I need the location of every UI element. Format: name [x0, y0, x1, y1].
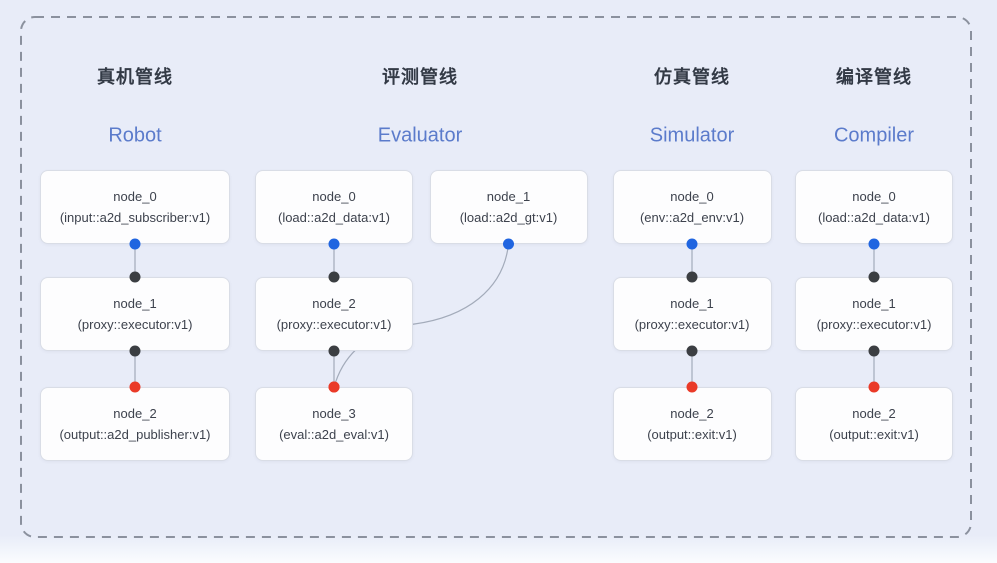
graph-node: node_0(input::a2d_subscriber:v1)	[40, 170, 230, 244]
node-subtitle: (env::a2d_env:v1)	[639, 210, 745, 225]
node-title: node_2	[113, 406, 157, 421]
node-title: node_1	[486, 189, 531, 204]
graph-node: node_2(output::exit:v1)	[612, 387, 772, 461]
graph-node: node_2(output::a2d_publisher:v1)	[40, 387, 230, 461]
node-subtitle: (eval::a2d_eval:v1)	[279, 427, 389, 442]
node-subtitle: (input::a2d_subscriber:v1)	[59, 210, 211, 225]
pipeline-title-en: Simulator	[649, 124, 735, 147]
node-subtitle: (proxy::executor:v1)	[77, 317, 193, 332]
pipeline-title-en: Robot	[108, 124, 162, 147]
graph-node: node_1(proxy::executor:v1)	[795, 277, 953, 351]
graph-node: node_1(proxy::executor:v1)	[612, 277, 772, 351]
pipeline-title-zh: 编译管线	[836, 67, 912, 87]
node-title: node_1	[113, 296, 157, 311]
node-subtitle: (output::exit:v1)	[647, 427, 737, 442]
graph-node: node_2(proxy::executor:v1)	[255, 277, 413, 351]
graph-node: node_0(load::a2d_data:v1)	[795, 170, 953, 244]
node-subtitle: (output::exit:v1)	[829, 427, 919, 442]
node-title: node_3	[312, 406, 356, 421]
node-subtitle: (output::a2d_publisher:v1)	[59, 427, 211, 442]
pipeline-title-en: Evaluator	[377, 124, 463, 147]
node-subtitle: (load::a2d_data:v1)	[277, 210, 391, 225]
pipeline-title-zh: 真机管线	[97, 67, 173, 87]
graph-node: node_1(proxy::executor:v1)	[40, 277, 230, 351]
graph-node: node_3(eval::a2d_eval:v1)	[255, 387, 413, 461]
node-title: node_0	[670, 189, 714, 204]
node-title: node_0	[312, 189, 356, 204]
node-subtitle: (proxy::executor:v1)	[816, 317, 932, 332]
pipeline-title-zh: 评测管线	[382, 67, 458, 87]
node-subtitle: (load::a2d_data:v1)	[817, 210, 931, 225]
pipeline-title-zh: 仿真管线	[654, 67, 730, 87]
node-subtitle: (load::a2d_gt:v1)	[459, 210, 558, 225]
node-title: node_1	[852, 296, 896, 311]
node-title: node_0	[852, 189, 896, 204]
graph-node: node_0(load::a2d_data:v1)	[255, 170, 413, 244]
graph-node: node_1(load::a2d_gt:v1)	[429, 170, 588, 244]
node-title: node_2	[312, 296, 356, 311]
node-title: node_1	[670, 296, 714, 311]
node-subtitle: (proxy::executor:v1)	[276, 317, 392, 332]
pipeline-title-en: Compiler	[833, 124, 915, 147]
node-subtitle: (proxy::executor:v1)	[634, 317, 750, 332]
node-title: node_0	[113, 189, 157, 204]
graph-node: node_2(output::exit:v1)	[795, 387, 953, 461]
node-title: node_2	[670, 406, 714, 421]
graph-node: node_0(env::a2d_env:v1)	[612, 170, 772, 244]
node-title: node_2	[852, 406, 896, 421]
